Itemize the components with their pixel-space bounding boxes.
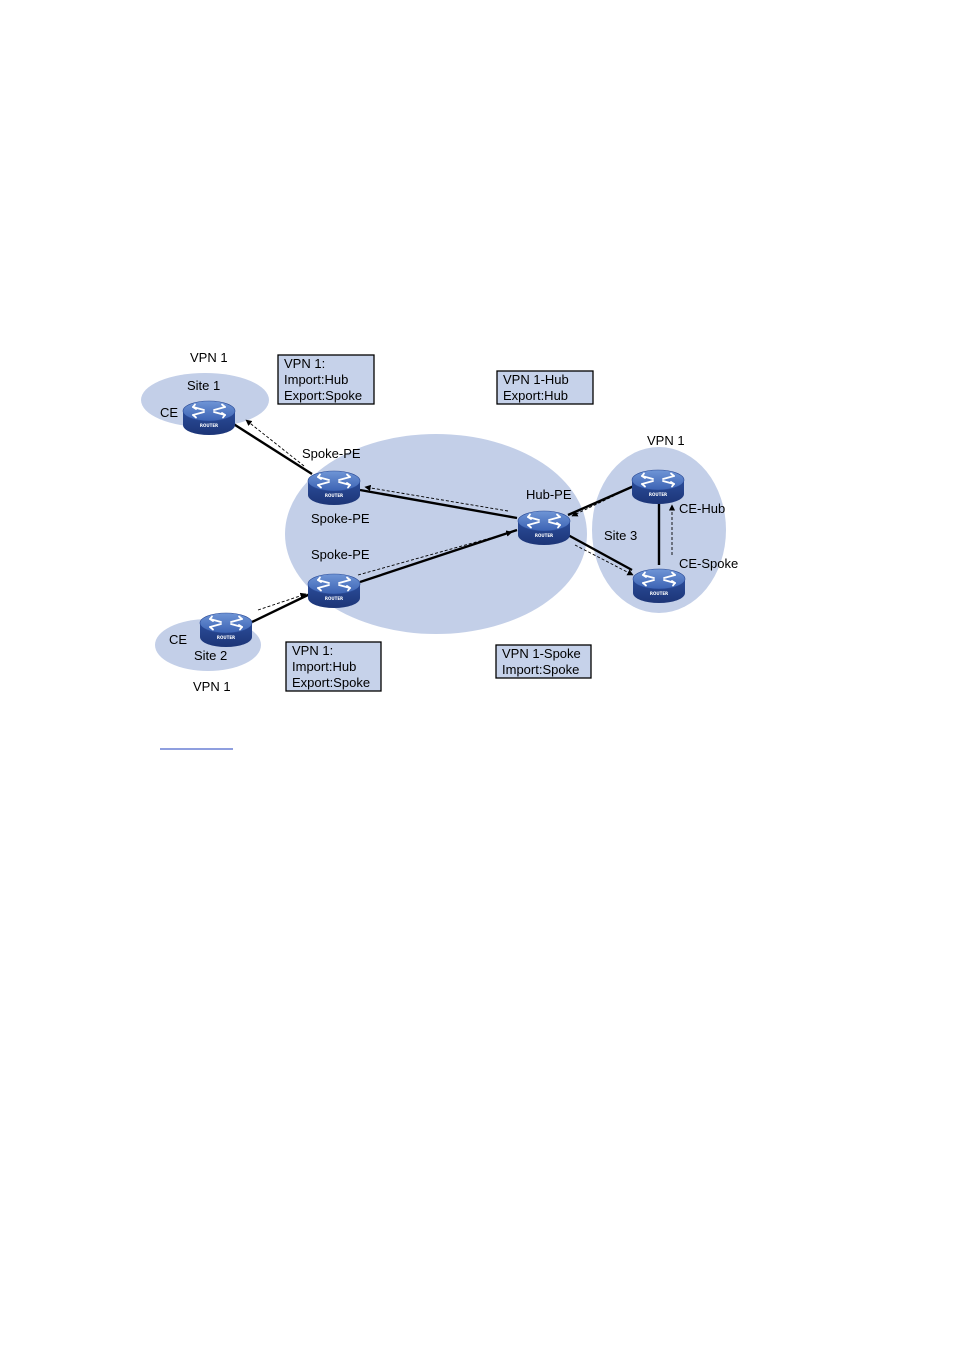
- label-site3: Site 3: [604, 528, 637, 543]
- label-ce-site1: CE: [160, 405, 178, 420]
- flow-cehub-to-hubpe: [571, 488, 629, 517]
- svg-text:VPN 1:: VPN 1:: [292, 643, 333, 658]
- label-vpn1-site3: VPN 1: [647, 433, 685, 448]
- svg-text:Import:Hub: Import:Hub: [292, 659, 356, 674]
- router-hub-pe[interactable]: ROUTER: [517, 510, 571, 546]
- svg-text:ROUTER: ROUTER: [200, 423, 218, 428]
- svg-text:VPN 1:: VPN 1:: [284, 356, 325, 371]
- label-ce-hub: CE-Hub: [679, 501, 725, 516]
- link-spokepe1-hubpe: [359, 488, 518, 520]
- svg-text:VPN 1-Spoke: VPN 1-Spoke: [502, 646, 581, 661]
- flow-spokepe1-to-ce1: [245, 419, 305, 467]
- link-spokepe2-hubpe: [359, 528, 518, 584]
- label-spoke-pe-top-above: Spoke-PE: [302, 446, 361, 461]
- svg-text:ROUTER: ROUTER: [650, 591, 668, 596]
- flow-hubpe-to-spokepe1: [364, 484, 509, 512]
- link-hubpe-cespoke: [567, 533, 633, 572]
- svg-text:Export:Spoke: Export:Spoke: [284, 388, 362, 403]
- label-ce-site2: CE: [169, 632, 187, 647]
- svg-text:ROUTER: ROUTER: [217, 635, 235, 640]
- label-spoke-pe-top-below: Spoke-PE: [311, 511, 370, 526]
- flow-ce2-to-spokepe2: [257, 592, 307, 611]
- router-spoke-pe-top[interactable]: ROUTER: [307, 470, 361, 506]
- backbone-region: [285, 434, 587, 634]
- link-ce2-spokepe2: [251, 592, 311, 624]
- svg-text:ROUTER: ROUTER: [649, 492, 667, 497]
- svg-text:ROUTER: ROUTER: [325, 596, 343, 601]
- router-ce-site2[interactable]: ROUTER: [199, 612, 253, 648]
- svg-text:VPN 1-Hub: VPN 1-Hub: [503, 372, 569, 387]
- label-site2: Site 2: [194, 648, 227, 663]
- router-ce-hub[interactable]: ROUTER: [631, 469, 685, 505]
- router-ce-spoke[interactable]: ROUTER: [632, 568, 686, 604]
- label-spoke-pe-bottom: Spoke-PE: [311, 547, 370, 562]
- router-ce-site1[interactable]: ROUTER: [182, 400, 236, 436]
- box-spoke-pe-bottom: VPN 1: Import:Hub Export:Spoke: [285, 641, 382, 692]
- label-vpn1-site1: VPN 1: [190, 350, 228, 365]
- label-site1: Site 1: [187, 378, 220, 393]
- svg-text:Import:Spoke: Import:Spoke: [502, 662, 579, 677]
- flow-hubpe-to-cespoke: [574, 544, 634, 576]
- svg-text:Import:Hub: Import:Hub: [284, 372, 348, 387]
- label-hub-pe: Hub-PE: [526, 487, 572, 502]
- svg-text:ROUTER: ROUTER: [535, 533, 553, 538]
- box-spoke-vpn: VPN 1-Spoke Import:Spoke: [495, 644, 592, 679]
- link-hubpe-cehub: [567, 484, 635, 517]
- router-spoke-pe-bottom[interactable]: ROUTER: [307, 573, 361, 609]
- label-ce-spoke: CE-Spoke: [679, 556, 738, 571]
- svg-text:Export:Spoke: Export:Spoke: [292, 675, 370, 690]
- site1-region: [141, 373, 269, 427]
- flow-spokepe2-to-hubpe: [357, 530, 513, 576]
- label-vpn1-site2: VPN 1: [193, 679, 231, 694]
- svg-text:ROUTER: ROUTER: [325, 493, 343, 498]
- svg-text:Export:Hub: Export:Hub: [503, 388, 568, 403]
- link-ce1-spokepe1: [231, 421, 313, 476]
- box-spoke-pe-top: VPN 1: Import:Hub Export:Spoke: [277, 354, 375, 405]
- box-hub-vpn: VPN 1-Hub Export:Hub: [496, 370, 594, 405]
